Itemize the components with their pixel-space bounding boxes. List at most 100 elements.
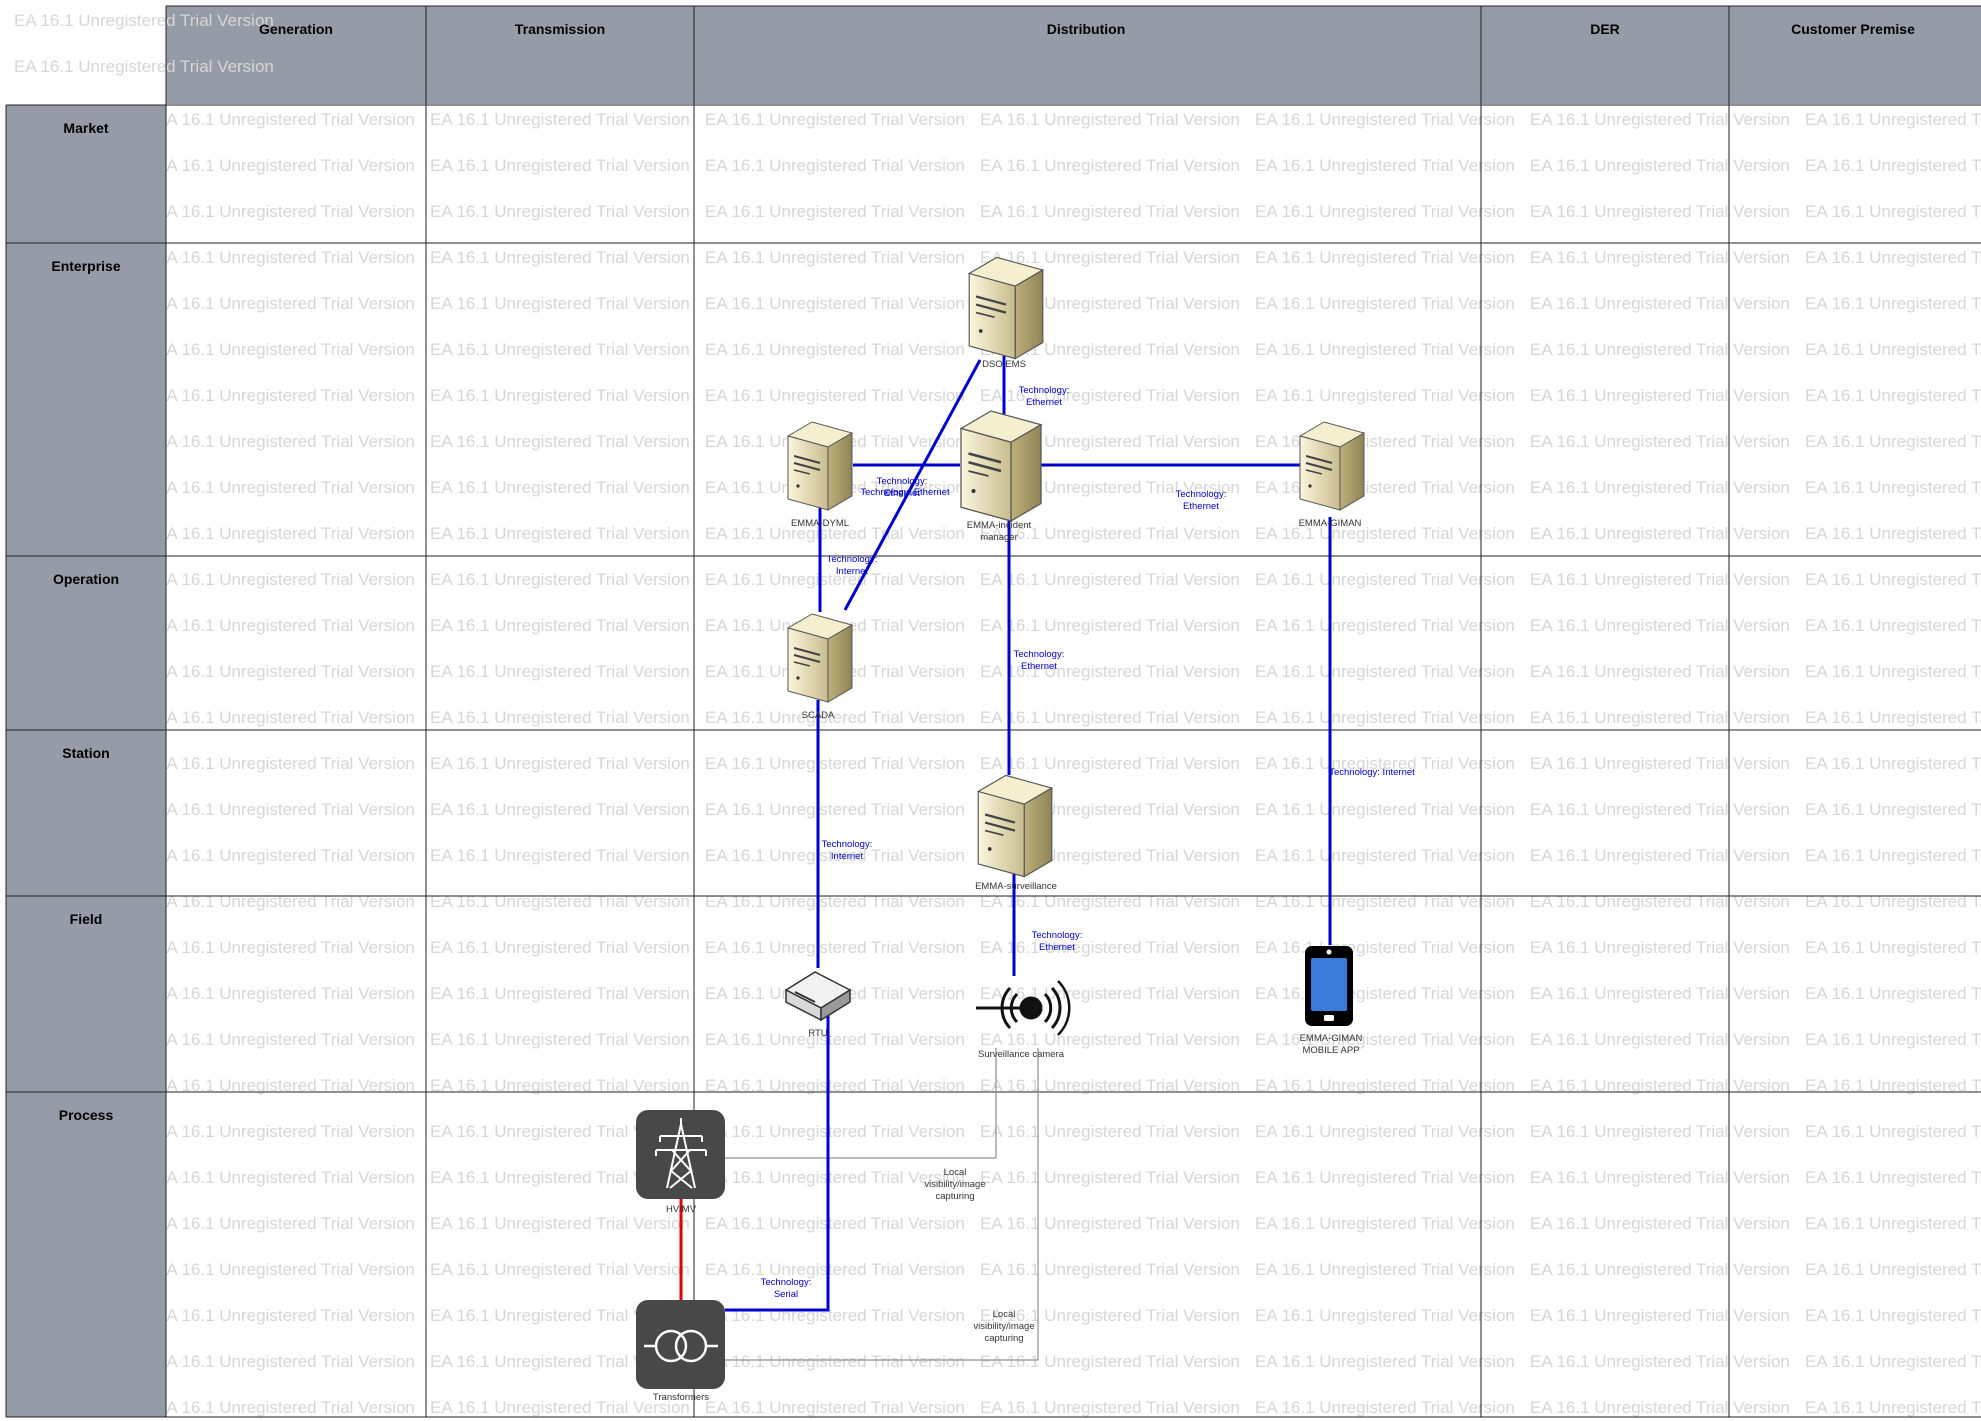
watermark-text: EA 16.1 Unregistered Trial Version xyxy=(1530,110,1790,129)
watermark-text: EA 16.1 Unregistered Trial Version xyxy=(980,1398,1240,1417)
watermark-text: EA 16.1 Unregistered Trial Version xyxy=(1805,340,1981,359)
watermark-text: EA 16.1 Unregistered Trial Version xyxy=(1255,432,1515,451)
row-header-enterprise: Enterprise xyxy=(51,258,120,274)
watermark-text: EA 16.1 Unregistered Trial Version xyxy=(705,294,965,313)
watermark-text: EA 16.1 Unregistered Trial Version xyxy=(980,1122,1240,1141)
node-hv-mv[interactable]: HV/MV xyxy=(636,1110,725,1215)
watermark-text: EA 16.1 Unregistered Trial Version xyxy=(155,984,415,1003)
watermark-text: EA 16.1 Unregistered Trial Version xyxy=(980,662,1240,681)
conn-label: Internet xyxy=(831,851,864,862)
note-label: Local xyxy=(944,1167,967,1178)
note-label: visibility/image xyxy=(924,1179,985,1190)
watermark-text: EA 16.1 Unregistered Trial Version xyxy=(1530,984,1790,1003)
watermark-text: EA 16.1 Unregistered Trial Version xyxy=(155,432,415,451)
watermark-text: EA 16.1 Unregistered Trial Version xyxy=(1805,248,1981,267)
watermark-text: EA 16.1 Unregistered Trial Version xyxy=(705,1076,965,1095)
watermark-text: EA 16.1 Unregistered Trial Version xyxy=(980,156,1240,175)
watermark-text: EA 16.1 Unregistered Trial Version xyxy=(155,524,415,543)
conn-label: Technology: xyxy=(1019,385,1070,396)
watermark-text: EA 16.1 Unregistered Trial Version xyxy=(1805,202,1981,221)
node-label: RTU xyxy=(808,1028,827,1039)
communication-links xyxy=(725,356,1332,1312)
watermark-text: EA 16.1 Unregistered Trial Version xyxy=(1805,754,1981,773)
node-surveillance-camera[interactable]: Surveillance camera xyxy=(976,980,1071,1060)
watermark-text: EA 16.1 Unregistered Trial Version xyxy=(155,1076,415,1095)
watermark-text: EA 16.1 Unregistered Trial Version xyxy=(980,202,1240,221)
conn-label: Ethernet xyxy=(1183,501,1219,512)
tower-icon-background xyxy=(636,1110,725,1199)
watermark-text: EA 16.1 Unregistered Trial Version xyxy=(155,1214,415,1233)
watermark-text: EA 16.1 Unregistered Trial Version xyxy=(1530,1398,1790,1417)
watermark-text: EA 16.1 Unregistered Trial Version xyxy=(155,892,415,911)
note-label: visibility/image xyxy=(973,1321,1034,1332)
node-label: HV/MV xyxy=(666,1204,697,1215)
watermark-text: EA 16.1 Unregistered Trial Version xyxy=(980,1306,1240,1325)
node-emma-incident-manager[interactable]: EMMA-incident manager xyxy=(959,409,1043,543)
watermark-text: EA 16.1 Unregistered Trial Version xyxy=(1530,892,1790,911)
watermark-text: EA 16.1 Unregistered Trial Version xyxy=(1805,1214,1981,1233)
transformer-icon xyxy=(644,1329,718,1363)
watermark-text: EA 16.1 Unregistered Trial Version xyxy=(1255,1398,1515,1417)
link-transformers-camera xyxy=(725,1048,1039,1361)
watermark-text: EA 16.1 Unregistered Trial Version xyxy=(430,1352,690,1371)
watermark-text: EA 16.1 Unregistered Trial Version xyxy=(430,984,690,1003)
node-label: EMMA-surveillance xyxy=(975,881,1057,892)
conn-label: Technology: Internet xyxy=(1329,767,1415,778)
watermark-text: EA 16.1 Unregistered Trial Version xyxy=(1255,110,1515,129)
watermark-text: EA 16.1 Unregistered Trial Version xyxy=(430,938,690,957)
node-transformers[interactable]: Transformers xyxy=(636,1300,725,1403)
node-label: EMMA-incident xyxy=(967,520,1032,531)
watermark-text: EA 16.1 Unregistered Trial Version xyxy=(430,1398,690,1417)
watermark-text: EA 16.1 Unregistered Trial Version xyxy=(1530,708,1790,727)
watermark-text: EA 16.1 Unregistered Trial Version xyxy=(980,892,1240,911)
watermark-text: EA 16.1 Unregistered Trial Version xyxy=(705,156,965,175)
conn-label: Ethernet xyxy=(1039,942,1075,953)
watermark-text: EA 16.1 Unregistered Trial Version xyxy=(155,478,415,497)
watermark-text: EA 16.1 Unregistered Trial Version xyxy=(705,1352,965,1371)
watermark-text: EA 16.1 Unregistered Trial Version xyxy=(1255,800,1515,819)
watermark-text: EA 16.1 Unregistered Trial Version xyxy=(430,708,690,727)
node-dso-ems[interactable]: DSO EMS xyxy=(968,256,1044,370)
watermark-text: EA 16.1 Unregistered Trial Version xyxy=(980,386,1240,405)
node-emma-dyml[interactable]: EMMA-DYML xyxy=(787,421,853,529)
conn-label: Technology: Ethernet xyxy=(860,487,950,498)
watermark-text: EA 16.1 Unregistered Trial Version xyxy=(705,248,965,267)
watermark-text: EA 16.1 Unregistered Trial Version xyxy=(1530,616,1790,635)
watermark-text: EA 16.1 Unregistered Trial Version xyxy=(155,570,415,589)
node-emma-giman[interactable]: EMMA-GIMAN xyxy=(1299,421,1365,529)
conn-label: Technology: xyxy=(877,476,928,487)
watermark-layer: EA 16.1 Unregistered Trial Version EA 16.… xyxy=(14,11,1981,1417)
watermark-text: EA 16.1 Unregistered Trial Version xyxy=(155,202,415,221)
watermark-text: EA 16.1 Unregistered Trial Version xyxy=(1530,386,1790,405)
node-emma-surveillance[interactable]: EMMA-surveillance xyxy=(975,774,1057,892)
watermark-text: EA 16.1 Unregistered Trial Version xyxy=(1530,800,1790,819)
watermark-text: EA 16.1 Unregistered Trial Version xyxy=(155,1260,415,1279)
watermark-text: EA 16.1 Unregistered Trial Version xyxy=(430,340,690,359)
watermark-text: EA 16.1 Unregistered Trial Version xyxy=(155,708,415,727)
watermark-text: EA 16.1 Unregistered Trial Version xyxy=(1255,1352,1515,1371)
watermark-text: EA 16.1 Unregistered Trial Version xyxy=(1255,1122,1515,1141)
watermark-text: EA 16.1 Unregistered Trial Version xyxy=(155,294,415,313)
watermark-text: EA 16.1 Unregistered Trial Version xyxy=(155,110,415,129)
node-label: EMMA-DYML xyxy=(791,518,849,529)
watermark-text: EA 16.1 Unregistered Trial Version xyxy=(1805,616,1981,635)
watermark-text: EA 16.1 Unregistered Trial Version xyxy=(1255,202,1515,221)
watermark-text: EA 16.1 Unregistered Trial Version xyxy=(980,1214,1240,1233)
conn-label: Technology: xyxy=(1176,489,1227,500)
watermark-text: EA 16.1 Unregistered Trial Version xyxy=(980,478,1240,497)
watermark-text: EA 16.1 Unregistered Trial Version xyxy=(1530,1214,1790,1233)
watermark-text: EA 16.1 Unregistered Trial Version xyxy=(1255,662,1515,681)
watermark-text: EA 16.1 Unregistered Trial Version xyxy=(1530,1306,1790,1325)
watermark-text: EA 16.1 Unregistered Trial Version xyxy=(1530,938,1790,957)
conn-label: Technology: xyxy=(822,839,873,850)
watermark-text: EA 16.1 Unregistered Trial Version xyxy=(155,1306,415,1325)
watermark-text: EA 16.1 Unregistered Trial Version xyxy=(430,156,690,175)
watermark-text: EA 16.1 Unregistered Trial Version xyxy=(1255,248,1515,267)
node-rtu[interactable]: RTU xyxy=(784,971,852,1039)
watermark-text: EA 16.1 Unregistered Trial Version xyxy=(980,432,1240,451)
node-scada[interactable]: SCADA xyxy=(787,613,853,721)
watermark-text: EA 16.1 Unregistered Trial Version xyxy=(1530,340,1790,359)
node-emma-giman-mobile-app[interactable]: EMMA-GIMAN MOBILE APP xyxy=(1300,946,1363,1056)
node-label: DSO EMS xyxy=(982,359,1026,370)
watermark-text: EA 16.1 Unregistered Trial Version xyxy=(1255,708,1515,727)
